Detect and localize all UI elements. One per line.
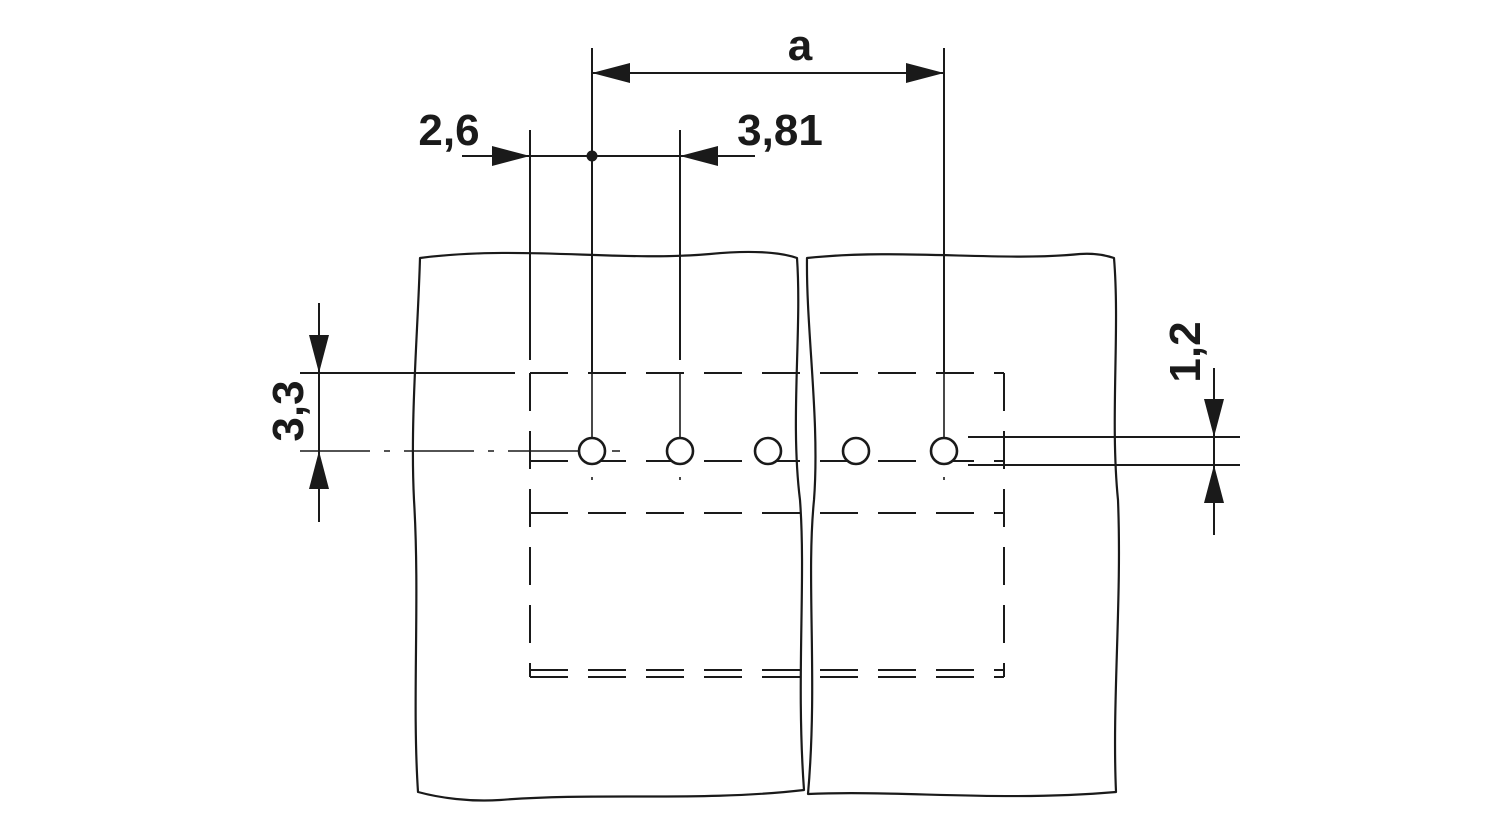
dimension-hole-offset-label: 1,2 — [1161, 321, 1210, 382]
housing-footprint — [529, 372, 1005, 678]
hole — [665, 436, 695, 466]
dimension-pitch-label: 3,81 — [737, 106, 823, 155]
right-board-outline — [805, 252, 1121, 798]
dimension-a: a — [592, 21, 944, 83]
dimension-first-offset-label: 2,6 — [418, 106, 479, 155]
dimension-hole-offset: 1,2 — [1161, 321, 1224, 535]
extension-lines — [300, 48, 1240, 466]
dimension-offset-pitch: 2,6 3,81 — [418, 106, 823, 166]
dimension-a-label: a — [788, 21, 813, 70]
dimension-row-offset-label: 3,3 — [264, 380, 313, 441]
hole — [577, 436, 607, 466]
dimension-row-offset: 3,3 — [264, 303, 329, 522]
hole — [841, 436, 871, 466]
hole — [929, 436, 959, 466]
left-board-outline — [411, 250, 806, 802]
solder-holes — [577, 436, 959, 466]
hole — [753, 436, 783, 466]
